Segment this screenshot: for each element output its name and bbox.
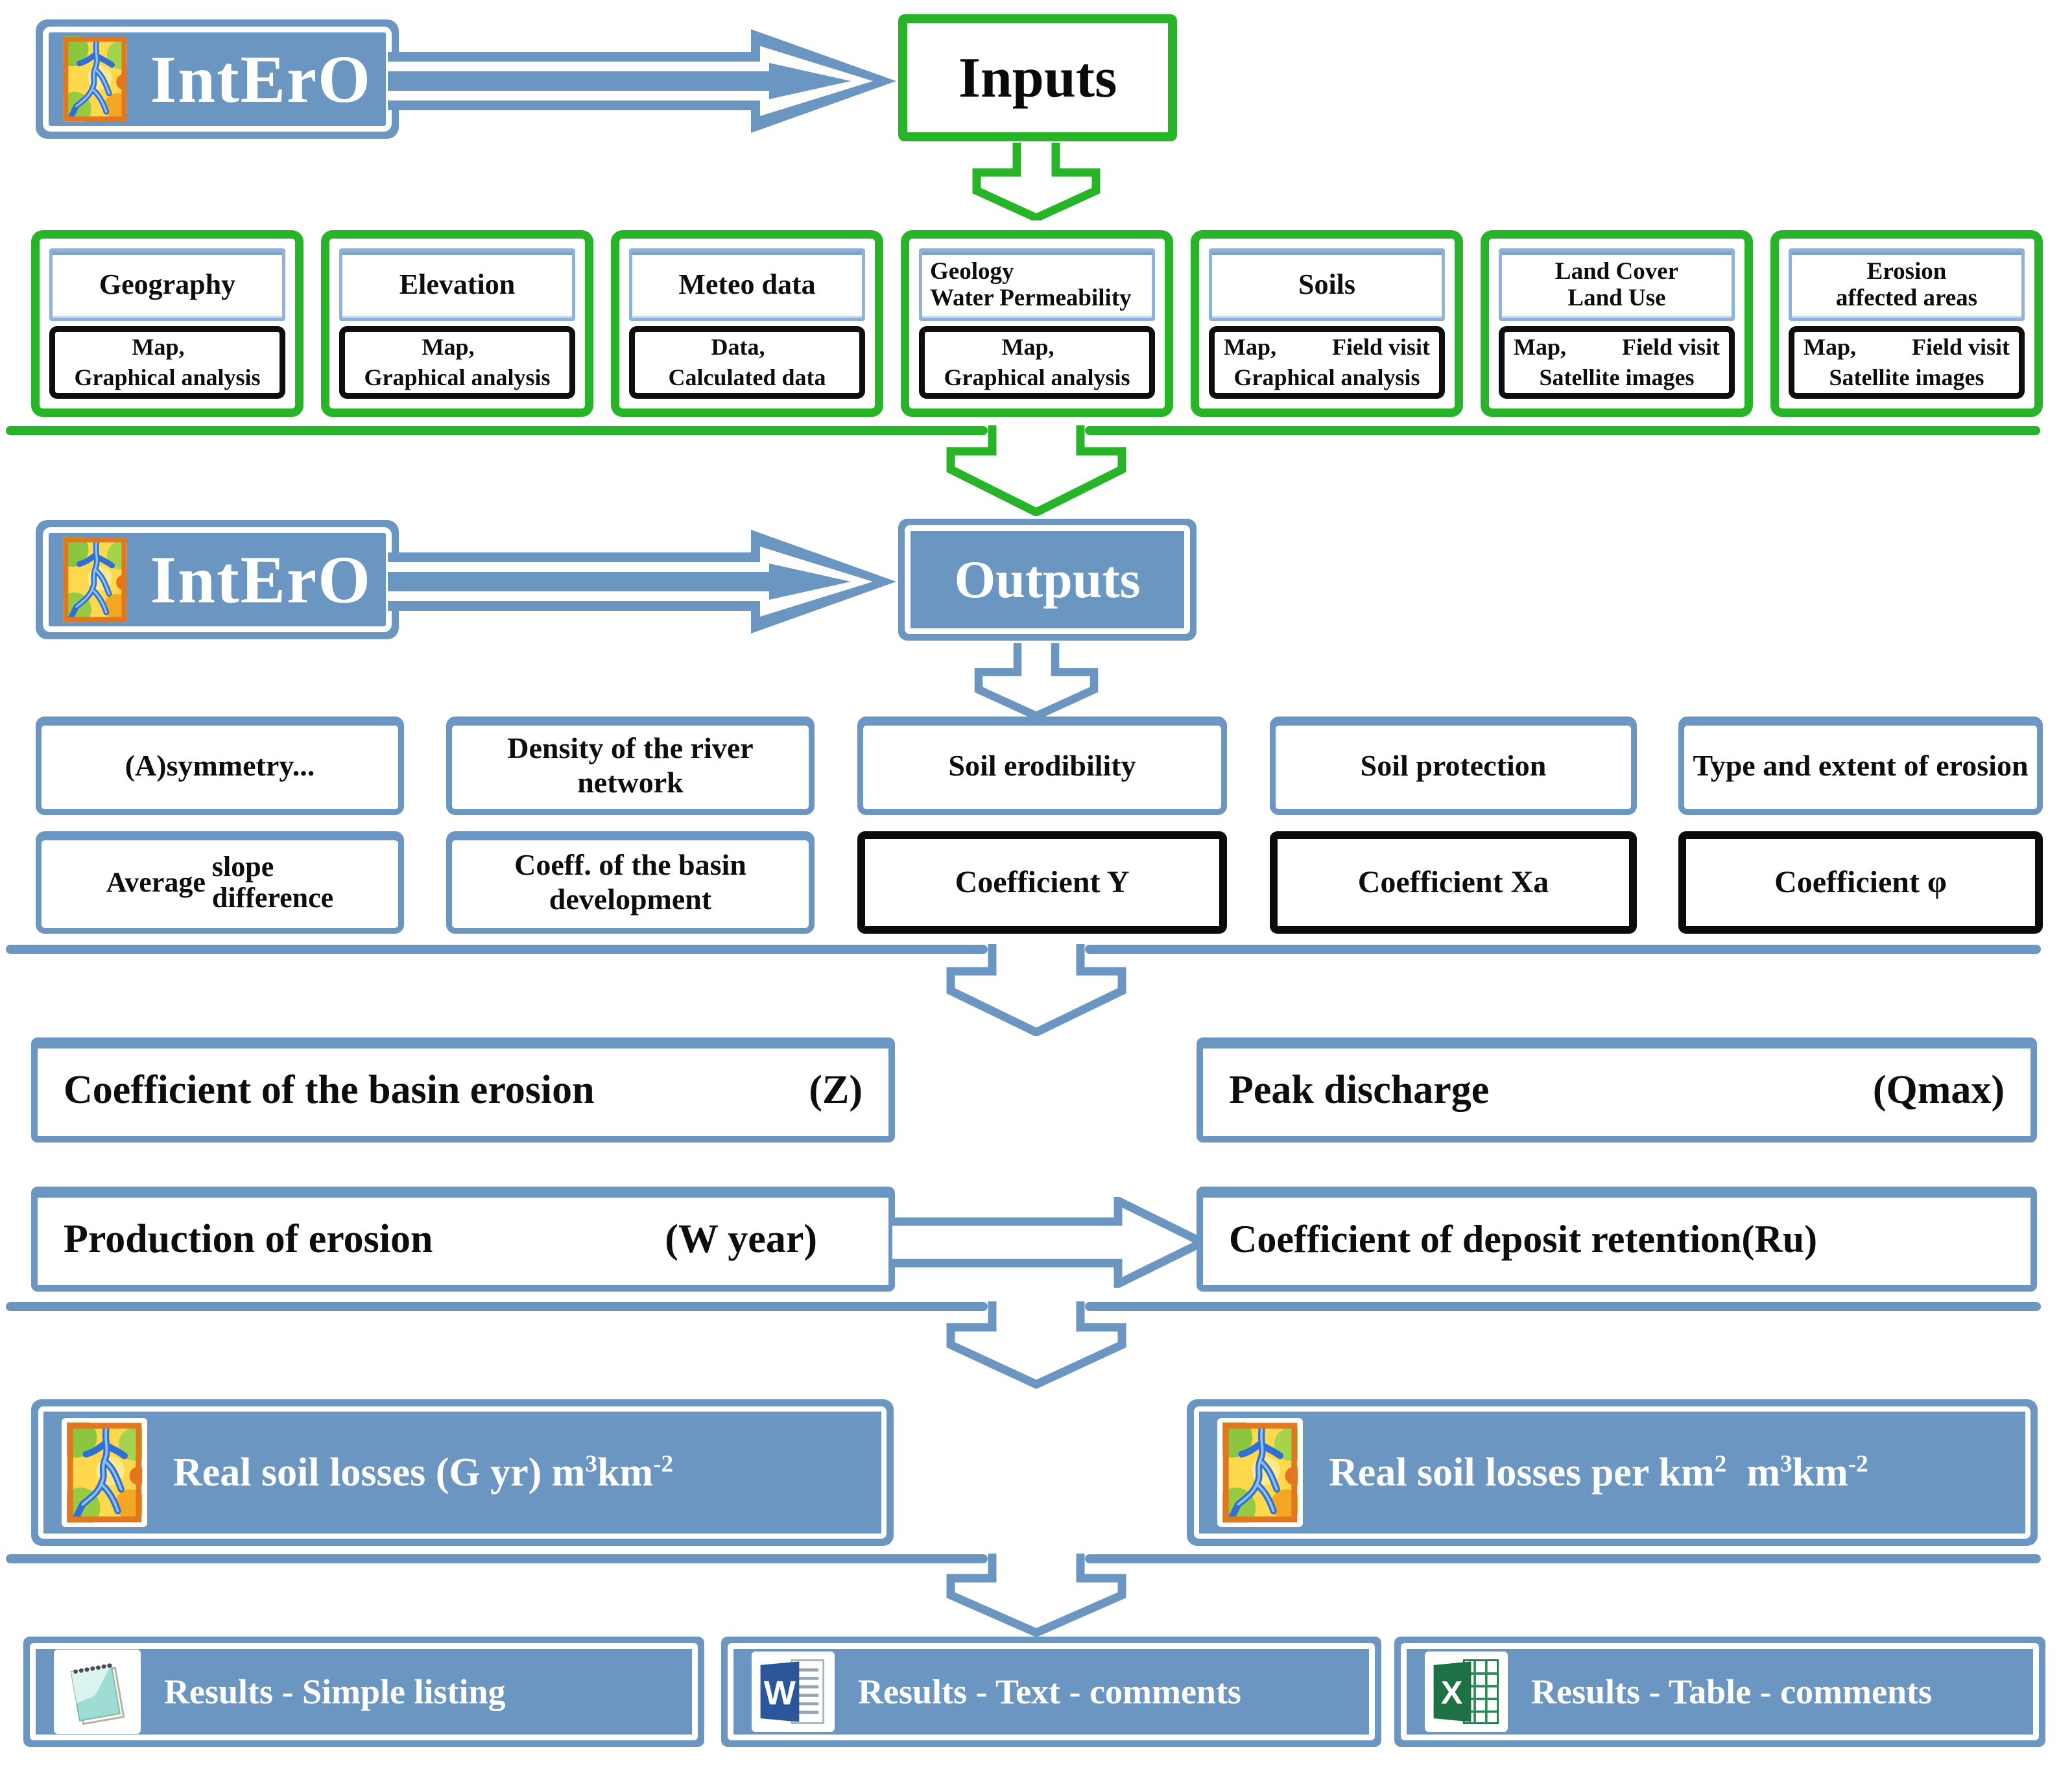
intero-logo-badge: IntErO [36,520,399,639]
notepad-icon [54,1650,141,1734]
output-box-asymmetry: (A)symmetry... [36,716,404,815]
output-box-coefficient-phi: Coefficient φ [1678,831,2043,934]
output-box-basin-development-coeff: Coeff. of the basin development [446,831,815,934]
green-down-arrow-icon [972,143,1101,220]
w-year-symbol: (W year) [665,1216,817,1261]
arrow-intero-to-inputs [388,29,896,133]
outputs-header-box: Outputs [898,519,1197,641]
word-icon [752,1652,835,1732]
soil-losses-label: Real soil losses per km2 m3km-2 [1329,1450,1868,1495]
input-methods: Data, Calculated data [629,326,865,399]
result-box-simple-listing: Results - Simple listing [23,1637,704,1747]
outputs-bracket-connector [6,944,2041,1036]
input-title: Geography [49,248,285,321]
intero-map-icon [63,36,127,122]
result-label: Results - Table - comments [1531,1672,1932,1711]
input-box-geography: Geography Map, Graphical analysis [31,230,304,417]
qmax-symbol: (Qmax) [1872,1067,2005,1112]
input-title-line: Geography [99,268,236,301]
box-deposit-retention-ru: Coefficient of deposit retention (Ru) [1197,1187,2037,1292]
input-methods: Map, Graphical analysis [919,326,1155,399]
inputs-header-label: Inputs [958,46,1117,110]
intero-logo-inner: IntErO [43,527,392,632]
input-methods: Map, Graphical analysis [49,326,285,399]
result-inner: Results - Text - comments [728,1643,1375,1740]
output-box-coefficient-xa: Coefficient Xa [1270,831,1637,934]
output-box-soil-erodibility: Soil erodibility [857,716,1227,815]
inputs-header-box: Inputs [898,14,1177,141]
input-methods: Map,Field visit Satellite images [1499,326,1735,399]
output-box-river-density: Density of the river network [446,716,815,815]
box-real-soil-losses-total: Real soil losses (G yr) m3km-2 [31,1399,894,1546]
input-methods: Map,Field visit Satellite images [1789,326,2025,399]
input-box-elevation: Elevation Map, Graphical analysis [321,230,593,417]
input-title: Land Cover Land Use [1499,248,1735,321]
intero-map-icon [1217,1418,1303,1527]
blue-down-arrow-icon [974,643,1099,718]
input-title: Soils [1209,248,1445,321]
soil-losses-inner: Real soil losses (G yr) m3km-2 [38,1406,887,1539]
intero-logo-inner: IntErO [43,27,392,132]
arrow-w-to-ru [892,1197,1206,1288]
outputs-header-label: Outputs [954,550,1141,609]
input-box-geology-water-permeability: Geology Water Permeability Map, Graphica… [901,230,1173,417]
soil-losses-inner: Real soil losses per km2 m3km-2 [1194,1406,2030,1539]
result-box-text-comments: Results - Text - comments [721,1637,1381,1747]
z-symbol: (Z) [809,1067,863,1112]
input-box-land-cover-land-use: Land Cover Land Use Map,Field visit Sate… [1481,230,1753,417]
excel-icon [1425,1652,1508,1732]
bracket-connector-2 [6,1301,2041,1389]
result-label: Results - Text - comments [858,1672,1241,1711]
bracket-connector-3 [6,1554,2041,1637]
output-box-erosion-type-extent: Type and extent of erosion [1678,716,2043,815]
outputs-header-inner: Outputs [905,525,1190,634]
output-box-average-slope-difference: Average slope difference [36,831,404,934]
intero-map-icon [62,1418,147,1527]
arrow-intero-to-outputs [388,530,896,633]
input-title: Meteo data [629,248,865,321]
output-box-coefficient-y: Coefficient Y [857,831,1227,934]
app-title: IntErO [150,41,372,117]
intero-logo-badge: IntErO [36,19,399,139]
input-box-erosion-affected-areas: Erosion affected areas Map,Field visit S… [1770,230,2043,417]
input-box-meteo-data: Meteo data Data, Calculated data [611,230,883,417]
box-production-of-erosion-w: Production of erosion (W year) [31,1187,895,1292]
result-box-table-comments: Results - Table - comments [1394,1637,2045,1747]
box-basin-erosion-z: Coefficient of the basin erosion (Z) [31,1037,895,1143]
input-box-soils: Soils Map,Field visit Graphical analysis [1191,230,1463,417]
input-title: Geology Water Permeability [919,248,1155,321]
intero-map-icon [63,537,127,622]
input-title: Elevation [339,248,575,321]
result-inner: Results - Simple listing [30,1643,698,1740]
output-box-soil-protection: Soil protection [1270,716,1637,815]
box-real-soil-losses-per-km2: Real soil losses per km2 m3km-2 [1187,1399,2038,1546]
result-label: Results - Simple listing [164,1672,506,1711]
soil-losses-label: Real soil losses (G yr) m3km-2 [173,1450,674,1495]
app-title: IntErO [150,542,372,617]
input-title: Erosion affected areas [1789,248,2025,321]
input-methods: Map, Graphical analysis [339,326,575,399]
input-methods: Map,Field visit Graphical analysis [1209,326,1445,399]
inputs-bracket-connector [6,425,2040,516]
ru-symbol: (Ru) [1741,1217,1818,1261]
result-inner: Results - Table - comments [1401,1643,2039,1740]
box-peak-discharge-qmax: Peak discharge (Qmax) [1197,1037,2037,1143]
